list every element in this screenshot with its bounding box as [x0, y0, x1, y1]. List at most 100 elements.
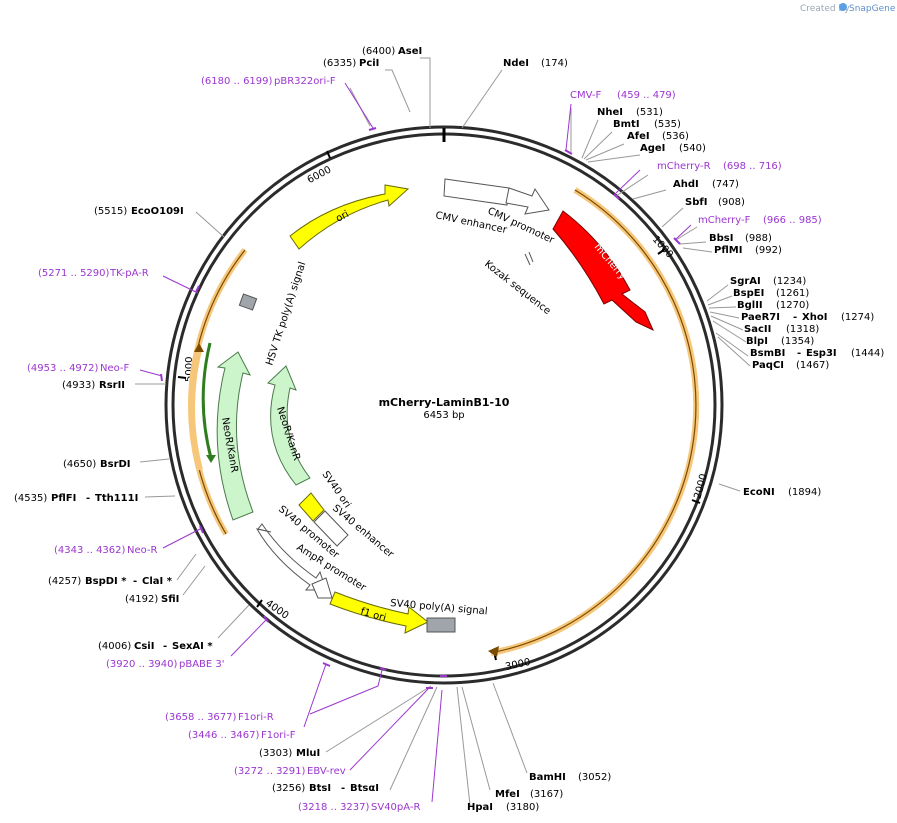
primer-neo-r-name[interactable]: Neo-R	[127, 545, 158, 556]
site-sfii-pos: (4192)	[125, 594, 158, 605]
site-clai-name[interactable]: ClaI *	[142, 576, 173, 587]
primer-f1ori-f-range: (3446 .. 3467)	[188, 730, 260, 741]
site-bsrdi-pos: (4650)	[63, 459, 96, 470]
site-pflmi-name[interactable]: PflMI	[714, 245, 742, 256]
primer-pbabe3-name[interactable]: pBABE 3'	[179, 659, 225, 670]
site-mfei-name[interactable]: MfeI	[495, 789, 520, 800]
site-bamhi-name[interactable]: BamHI	[529, 772, 566, 783]
site-mlui-name[interactable]: MluI	[296, 748, 320, 759]
site-nhei-pos: (531)	[636, 107, 663, 118]
site-rsrii-name[interactable]: RsrII	[99, 380, 125, 391]
site-pflfi-pos: (4535)	[14, 493, 47, 504]
tick-label-5000: 5000	[184, 357, 195, 382]
primer-neo-f-name[interactable]: Neo-F	[100, 363, 130, 374]
plasmid-name: mCherry-LaminB1-10	[379, 396, 510, 409]
tick-mark-5000	[177, 376, 187, 379]
sv40-enhancer-feature	[313, 510, 349, 547]
site-afei-name[interactable]: AfeI	[627, 131, 650, 142]
site-labels: (6400) AseI (6335) PciI NdeI (174) NheI …	[14, 46, 884, 813]
site-btsai-name[interactable]: BtsαI	[350, 783, 379, 794]
sv40-ori-feature	[298, 492, 325, 522]
site-tth111i-name[interactable]: Tth111I	[95, 493, 138, 504]
watermark-prefix: Created by	[800, 4, 850, 14]
primer-pbr322ori-f-range: (6180 .. 6199)	[201, 76, 273, 87]
primer-mcherry-f-range: (966 .. 985)	[763, 215, 822, 226]
site-esp3i-name[interactable]: Esp3I	[806, 348, 837, 359]
primer-cmv-f-range: (459 .. 479)	[617, 90, 676, 101]
site-sfii-name[interactable]: SfiI	[161, 594, 179, 605]
primer-pbr322ori-f-name[interactable]: pBR322ori-F	[274, 76, 336, 87]
site-mfei-pos: (3167)	[530, 789, 563, 800]
site-blpi-name[interactable]: BlpI	[746, 336, 768, 347]
kozak-label: Kozak sequence	[482, 259, 552, 317]
hsv-tk-polya-label: HSV TK poly(A) signal	[264, 261, 308, 367]
orf-arrow-main	[488, 646, 499, 657]
site-asei-name[interactable]: AseI	[398, 46, 422, 57]
site-bspdi-sep: -	[133, 576, 137, 587]
site-sgrai-name[interactable]: SgrAI	[730, 276, 761, 287]
site-bmti-pos: (535)	[654, 119, 681, 130]
site-sgrai-pos: (1234)	[773, 276, 806, 287]
site-csii-pos: (4006)	[98, 641, 131, 652]
orf-line-green	[201, 342, 213, 459]
site-bamhi-pos: (3052)	[578, 772, 611, 783]
kozak-mark	[524, 253, 531, 266]
orf-highlight-inner	[189, 349, 203, 471]
primer-pbabe3-range: (3920 .. 3940)	[106, 659, 178, 670]
site-bbsi-name[interactable]: BbsI	[709, 233, 733, 244]
site-paer7i-name[interactable]: PaeR7I	[741, 312, 780, 323]
site-agei-name[interactable]: AgeI	[640, 143, 665, 154]
primer-mcherry-f-name[interactable]: mCherry-F	[698, 215, 751, 226]
primer-ebv-rev-range: (3272 .. 3291)	[234, 766, 306, 777]
site-nhei-name[interactable]: NheI	[597, 107, 623, 118]
site-ahdi-pos: (747)	[712, 179, 739, 190]
site-pcii-name[interactable]: PciI	[359, 58, 379, 69]
neo-kan-inner-feature	[267, 365, 311, 486]
site-bsmbi-pos: (1444)	[851, 348, 884, 359]
site-ndei-name[interactable]: NdeI	[503, 58, 529, 69]
site-bmti-name[interactable]: BmtI	[613, 119, 640, 130]
backbone-outer-ring	[164, 125, 724, 685]
site-paqci-name[interactable]: PaqCI	[752, 360, 784, 371]
tick-mark-2000	[691, 499, 701, 504]
primer-tk-pa-r-name[interactable]: TK-pA-R	[109, 268, 149, 279]
site-ndei-pos: (174)	[541, 58, 568, 69]
site-btsi-sep: -	[341, 783, 345, 794]
primer-ebv-rev-name[interactable]: EBV-rev	[307, 766, 346, 777]
site-agei-pos: (540)	[679, 143, 706, 154]
site-sacii-name[interactable]: SacII	[744, 324, 771, 335]
site-bspei-name[interactable]: BspEI	[733, 288, 764, 299]
plasmid-size: 6453 bp	[423, 410, 464, 421]
hsv-tk-polya-shape	[238, 293, 258, 311]
primer-f1ori-f-name[interactable]: F1ori-F	[261, 730, 296, 741]
site-bglii-name[interactable]: BglII	[737, 300, 763, 311]
site-hpai-name[interactable]: HpaI	[467, 802, 493, 813]
primer-sv40pa-r-range: (3218 .. 3237)	[298, 802, 370, 813]
site-xhoi-name[interactable]: XhoI	[802, 312, 827, 323]
site-ahdi-name[interactable]: AhdI	[673, 179, 699, 190]
site-hpai-pos: (3180)	[506, 802, 539, 813]
site-mlui-pos: (3303)	[259, 748, 292, 759]
primer-sv40pa-r-name[interactable]: SV40pA-R	[371, 802, 420, 813]
site-bspdi-name[interactable]: BspDI *	[85, 576, 127, 587]
site-sbfi-name[interactable]: SbfI	[685, 197, 707, 208]
site-afei-pos: (536)	[662, 131, 689, 142]
primer-mcherry-r-name[interactable]: mCherry-R	[657, 161, 711, 172]
site-sexai-name[interactable]: SexAI *	[172, 641, 213, 652]
primer-f1ori-r-range: (3658 .. 3677)	[165, 712, 237, 723]
site-bsrdi-name[interactable]: BsrDI	[100, 459, 131, 470]
site-pflfi-name[interactable]: PflFI	[51, 493, 76, 504]
site-econi-name[interactable]: EcoNI	[743, 487, 775, 498]
site-bsmbi-name[interactable]: BsmBI	[750, 348, 785, 359]
site-btsi-name[interactable]: BtsI	[309, 783, 331, 794]
site-sbfi-pos: (908)	[718, 197, 745, 208]
leader-lines	[135, 57, 751, 806]
primer-f1ori-r-name[interactable]: F1ori-R	[238, 712, 274, 723]
site-csii-name[interactable]: CsiI	[134, 641, 154, 652]
site-pflmi-pos: (992)	[755, 245, 782, 256]
kozak-mark-2	[528, 251, 534, 263]
mcherry-feature	[552, 210, 655, 332]
primer-cmv-f-name[interactable]: CMV-F	[570, 90, 601, 101]
site-ecoo109i-name[interactable]: EcoO109I	[131, 206, 184, 217]
primer-mcherry-r-range: (698 .. 716)	[723, 161, 782, 172]
